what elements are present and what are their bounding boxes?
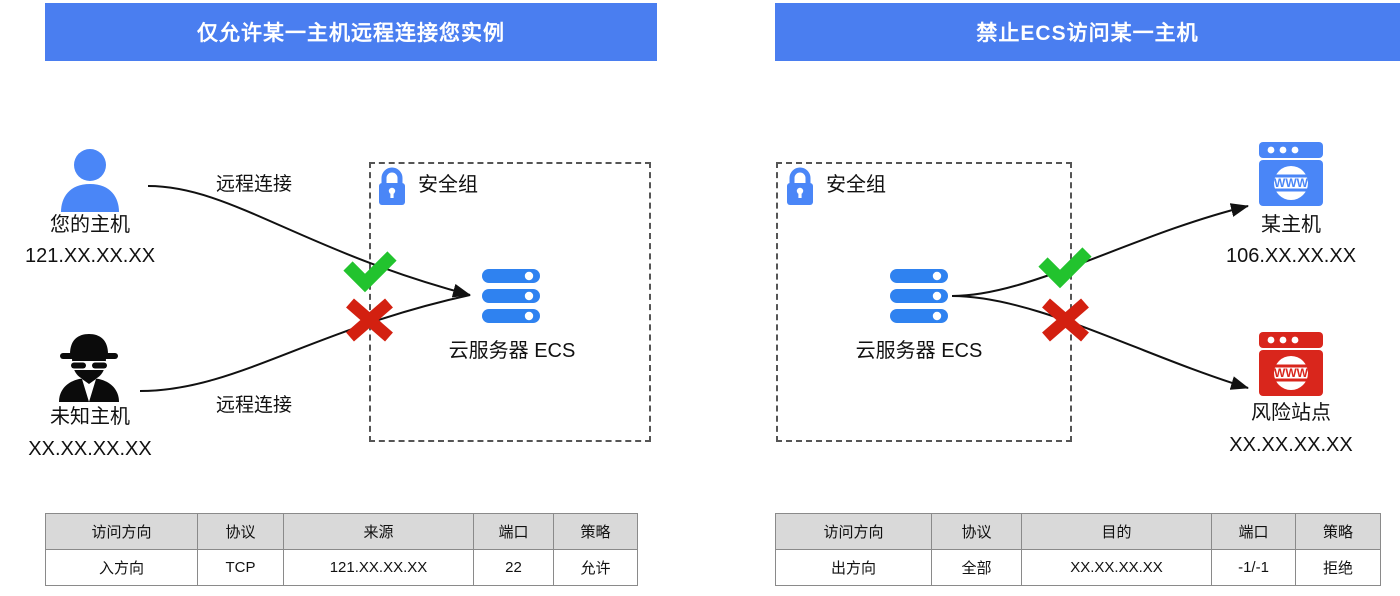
right-some-host-label: 某主机 bbox=[1261, 214, 1321, 236]
right-security-group-label: 安全组 bbox=[826, 174, 886, 196]
td-direction: 出方向 bbox=[775, 549, 932, 586]
th-direction: 访问方向 bbox=[45, 513, 198, 550]
left-user-host-ip: 121.XX.XX.XX bbox=[24, 245, 156, 267]
td-direction: 入方向 bbox=[45, 549, 198, 586]
lock-icon bbox=[374, 165, 410, 214]
left-ecs-label: 云服务器 ECS bbox=[448, 340, 576, 362]
th-policy: 策略 bbox=[553, 513, 638, 550]
right-rules-table: 访问方向 协议 目的 端口 策略 出方向 全部 XX.XX.XX.XX -1/-… bbox=[775, 513, 1381, 586]
left-unknown-host-ip: XX.XX.XX.XX bbox=[28, 438, 152, 460]
right-risk-site-ip: XX.XX.XX.XX bbox=[1229, 434, 1353, 456]
svg-text:WWW: WWW bbox=[1274, 366, 1309, 380]
table-header-row: 访问方向 协议 目的 端口 策略 bbox=[775, 513, 1381, 550]
td-policy: 拒绝 bbox=[1295, 549, 1381, 586]
th-port: 端口 bbox=[473, 513, 554, 550]
right-scenario-panel: 禁止ECS访问某一主机 安全组 云服务器 ECS bbox=[700, 0, 1400, 596]
td-protocol: TCP bbox=[197, 549, 284, 586]
right-ecs-label: 云服务器 ECS bbox=[855, 340, 983, 362]
left-user-host-label: 您的主机 bbox=[50, 214, 130, 236]
td-policy: 允许 bbox=[553, 549, 638, 586]
svg-text:WWW: WWW bbox=[1274, 176, 1309, 190]
website-red-icon: WWW bbox=[1255, 330, 1327, 405]
table-row: 入方向 TCP 121.XX.XX.XX 22 允许 bbox=[45, 549, 638, 586]
right-some-host-ip: 106.XX.XX.XX bbox=[1225, 245, 1357, 267]
td-destination: XX.XX.XX.XX bbox=[1021, 549, 1212, 586]
td-port: 22 bbox=[473, 549, 554, 586]
td-source: 121.XX.XX.XX bbox=[283, 549, 474, 586]
left-edge-label-allow: 远程连接 bbox=[216, 174, 293, 195]
th-protocol: 协议 bbox=[931, 513, 1022, 550]
left-unknown-host-label: 未知主机 bbox=[50, 406, 130, 428]
th-source: 来源 bbox=[283, 513, 474, 550]
right-banner: 禁止ECS访问某一主机 bbox=[775, 3, 1400, 61]
right-risk-site-label: 风险站点 bbox=[1251, 402, 1331, 424]
spy-icon bbox=[52, 332, 126, 409]
table-row: 出方向 全部 XX.XX.XX.XX -1/-1 拒绝 bbox=[775, 549, 1381, 586]
th-policy: 策略 bbox=[1295, 513, 1381, 550]
td-port: -1/-1 bbox=[1211, 549, 1296, 586]
left-security-group-label: 安全组 bbox=[418, 174, 478, 196]
th-port: 端口 bbox=[1211, 513, 1296, 550]
left-edge-label-deny: 远程连接 bbox=[216, 395, 293, 416]
user-icon bbox=[56, 148, 124, 219]
left-scenario-panel: 仅允许某一主机远程连接您实例 安全组 您的主机 121.XX.XX.XX bbox=[24, 3, 657, 586]
left-banner: 仅允许某一主机远程连接您实例 bbox=[45, 3, 657, 61]
table-header-row: 访问方向 协议 来源 端口 策略 bbox=[45, 513, 638, 550]
th-protocol: 协议 bbox=[197, 513, 284, 550]
left-rules-table: 访问方向 协议 来源 端口 策略 入方向 TCP 121.XX.XX.XX 22… bbox=[45, 513, 638, 586]
server-icon bbox=[890, 268, 948, 329]
website-blue-icon: WWW bbox=[1255, 140, 1327, 215]
td-protocol: 全部 bbox=[931, 549, 1022, 586]
server-icon bbox=[482, 268, 540, 329]
th-destination: 目的 bbox=[1021, 513, 1212, 550]
lock-icon bbox=[782, 165, 818, 214]
th-direction: 访问方向 bbox=[775, 513, 932, 550]
